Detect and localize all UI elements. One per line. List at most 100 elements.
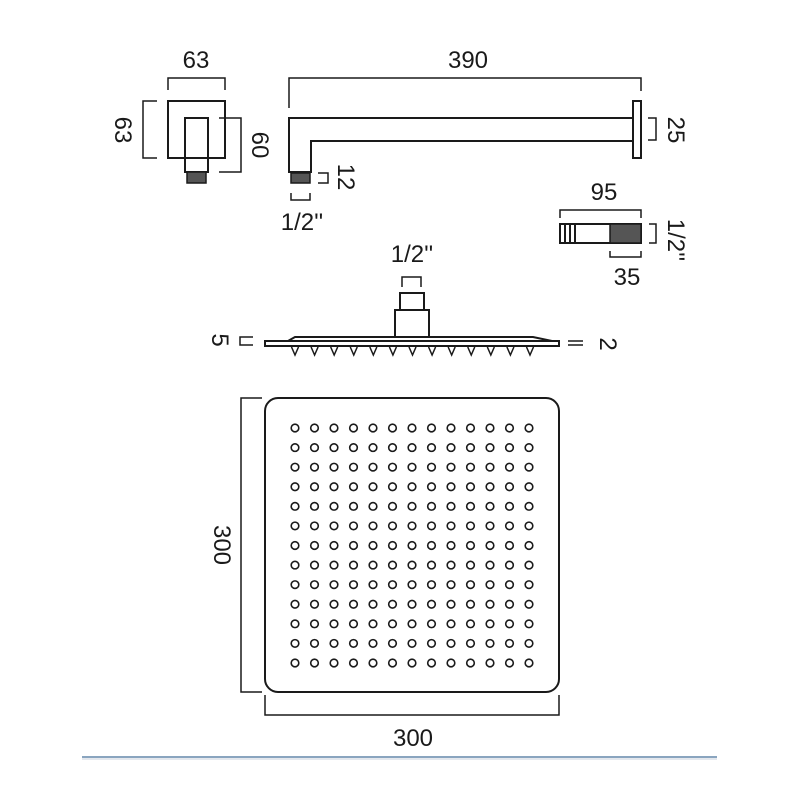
- nozzle-hole: [446, 560, 456, 570]
- nozzle-hole: [407, 599, 417, 609]
- nozzle-hole: [348, 423, 359, 433]
- nozzle-hole: [368, 423, 378, 433]
- nozzle-hole: [387, 501, 398, 511]
- nozzle-hole: [329, 638, 339, 649]
- nozzle-hole: [524, 580, 534, 590]
- nozzle-hole: [407, 423, 417, 433]
- nozzle-hole: [504, 580, 515, 590]
- nozzle-hole: [329, 442, 339, 453]
- nozzle-hole: [368, 540, 378, 551]
- nozzle-hole: [504, 619, 515, 629]
- nozzle-hole: [446, 599, 456, 609]
- nozzle-hole: [407, 462, 417, 472]
- nozzle-hole: [348, 501, 359, 511]
- nozzle-hole: [368, 580, 378, 590]
- nozzle-hole: [368, 638, 378, 649]
- nozzle-hole: [368, 482, 378, 492]
- nozzle-hole: [407, 638, 417, 649]
- dim-nipple-thread-size: [649, 223, 657, 244]
- nozzle-hole: [485, 658, 495, 668]
- nozzle-hole: [485, 521, 495, 531]
- nozzle-tip: [369, 346, 378, 357]
- nipple-thread: [609, 223, 642, 244]
- arm-flange: [632, 100, 642, 159]
- nozzle-hole: [329, 619, 339, 629]
- nozzle-hole: [465, 619, 476, 629]
- nozzle-hole: [309, 423, 320, 433]
- nozzle-hole: [368, 619, 378, 629]
- nozzle-hole: [309, 560, 320, 570]
- label-bracket-width: 63: [183, 47, 210, 74]
- nozzle-hole: [348, 442, 359, 453]
- nozzle-hole: [524, 540, 534, 551]
- bracket-plate: [167, 100, 226, 159]
- nozzle-hole: [309, 599, 320, 609]
- nozzle-hole: [485, 560, 495, 570]
- nozzle-hole: [426, 619, 437, 629]
- dim-bracket-height: [142, 100, 157, 159]
- nozzle-hole: [309, 521, 320, 531]
- nozzle-hole: [368, 599, 378, 609]
- nozzle-hole: [485, 638, 495, 649]
- nozzle-tip: [310, 346, 319, 357]
- wall-bracket: 63 63 60: [109, 47, 273, 184]
- nozzle-hole: [426, 540, 437, 551]
- nozzle-hole: [446, 423, 456, 433]
- head-plate: [264, 340, 560, 347]
- nipple: 95 1/2'' 35: [559, 179, 689, 291]
- nozzle-hole: [524, 442, 534, 453]
- dim-arm-length: [288, 77, 642, 108]
- dim-arm-thread-length: [318, 172, 329, 184]
- dim-head-height: [240, 397, 262, 693]
- nozzle-hole: [465, 423, 476, 433]
- nozzle-hole: [387, 658, 398, 668]
- nozzle-tip: [290, 346, 300, 357]
- nozzle-hole: [426, 442, 437, 453]
- nozzle-hole: [387, 599, 398, 609]
- nozzle-hole: [524, 638, 534, 649]
- nozzle-hole: [426, 560, 437, 570]
- nozzle-tip: [486, 346, 496, 357]
- nozzle-hole: [309, 442, 320, 453]
- nozzle-hole: [368, 442, 378, 453]
- nozzle-hole: [348, 521, 359, 531]
- nozzle-hole: [426, 599, 437, 609]
- nozzle-hole: [426, 462, 437, 472]
- nozzle-hole: [290, 423, 300, 433]
- nozzle-hole: [446, 658, 456, 668]
- nozzle-hole: [290, 619, 300, 629]
- nozzle-hole: [426, 423, 437, 433]
- nozzle-hole: [387, 619, 398, 629]
- label-head-height: 300: [208, 525, 235, 565]
- label-flange-offset: 25: [662, 117, 689, 144]
- nozzle-hole: [387, 442, 398, 453]
- label-nipple-length: 95: [591, 179, 618, 206]
- nozzle-hole: [426, 501, 437, 511]
- nozzle-hole: [407, 442, 417, 453]
- head-plate-top: [287, 336, 553, 342]
- nozzle-hole: [446, 482, 456, 492]
- nozzle-hole: [329, 521, 339, 531]
- nozzle-hole: [426, 658, 437, 668]
- nozzle-hole: [465, 658, 476, 668]
- nozzle-hole: [368, 462, 378, 472]
- nozzle-hole: [407, 560, 417, 570]
- shower-head-plan-view: 300 300: [208, 397, 560, 752]
- head-inlet-body: [394, 309, 430, 338]
- nozzle-hole: [446, 619, 456, 629]
- nozzle-hole: [309, 540, 320, 551]
- nozzle-hole: [290, 658, 300, 668]
- nozzle-tip: [349, 346, 358, 357]
- nozzle-hole: [485, 423, 495, 433]
- nozzle-hole: [348, 580, 359, 590]
- nozzle-hole: [387, 540, 398, 551]
- nozzle-hole: [290, 599, 300, 609]
- nozzle-hole: [446, 501, 456, 511]
- label-nipple-thread-size: 1/2'': [662, 219, 689, 262]
- nozzle-hole: [465, 501, 476, 511]
- nozzle-hole: [485, 599, 495, 609]
- dim-inlet-size: [401, 276, 422, 287]
- nozzle-hole: [504, 658, 515, 668]
- nozzle-hole: [290, 442, 300, 453]
- nozzle-hole: [290, 521, 300, 531]
